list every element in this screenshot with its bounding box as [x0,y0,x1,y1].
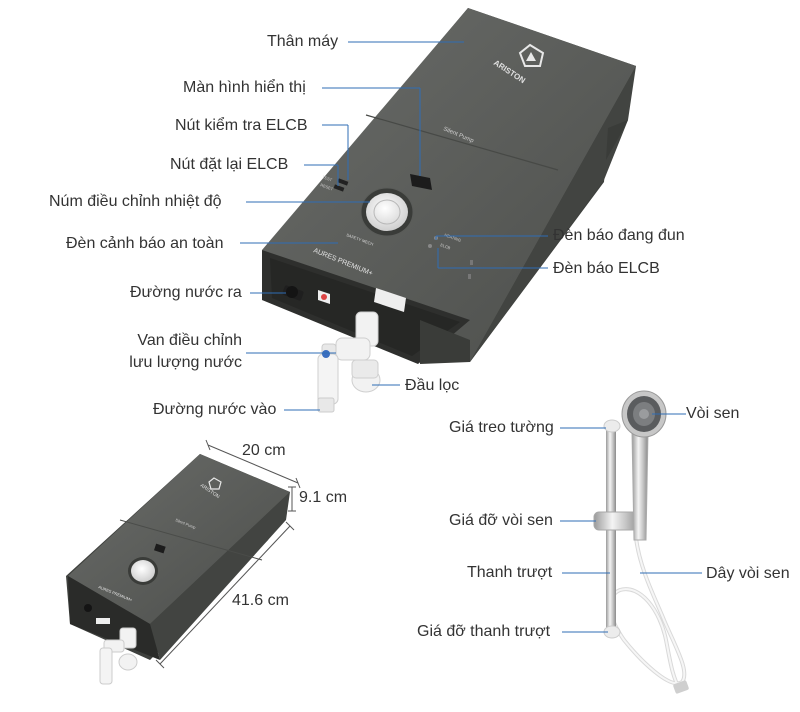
heating-text: HEATING [444,232,462,243]
heater-body [262,8,636,362]
leader-lines [240,41,702,633]
label-duong-nuoc-vao: Đường nước vào [153,401,277,418]
temperature-knob [360,187,414,237]
elcb-text: ELCB [440,242,452,250]
reset-text: RESET [320,182,335,191]
test-text: TEST [322,174,334,182]
label-dau-loc: Đầu lọc [405,377,460,394]
small-heater-body [68,454,290,624]
shower-handle [631,431,649,541]
label-nut-dat-lai: Nút đặt lại ELCB [170,156,289,173]
small-heater: ARISTON Silent Pump AURES PREMIUM+ [66,454,290,685]
slide-bar [606,426,616,636]
label-den-elcb: Đèn báo ELCB [553,260,660,277]
reset-button [333,184,345,192]
label-voi-sen: Vòi sen [686,405,740,422]
water-outlet [282,285,304,301]
display-screen [410,174,432,190]
wall-bracket [603,419,621,433]
label-gia-do-thanh-truot: Giá đỡ thanh trượt [417,623,551,640]
label-nut-kiem-tra: Nút kiểm tra ELCB [175,117,308,134]
label-van-line2: lưu lượng nước [129,354,242,371]
label-thanh-truot: Thanh trượt [467,564,553,581]
label-den-canh-bao: Đèn cảnh báo an toàn [66,235,224,252]
dimension-width: 20 cm [242,442,286,459]
label-gia-treo-tuong: Giá treo tường [449,419,554,436]
main-heater: ARISTON Silent Pump TEST RESET SAFETY ME… [262,8,636,413]
label-man-hinh: Màn hình hiển thị [183,79,306,96]
shower-set [593,390,689,694]
elcb-light [428,244,432,248]
test-button [337,178,349,186]
label-den-dang-dun: Đèn báo đang đun [553,227,685,244]
dimension-height: 41.6 cm [232,592,289,609]
label-duong-nuoc-ra: Đường nước ra [130,284,242,301]
valve-assembly [317,311,381,413]
shower-hose [607,537,687,691]
label-van-line1: Van điều chỉnh [137,332,242,349]
dimension-depth: 9.1 cm [299,489,348,506]
dimension-lines [155,439,301,669]
label-day-voi-sen: Dây vòi sen [706,565,790,582]
label-gia-do-voi-sen: Giá đỡ vòi sen [449,512,553,529]
label-than-may: Thân máy [267,33,339,50]
ariston-logo [518,43,545,67]
label-num-dieu-chinh: Núm điều chỉnh nhiệt độ [49,193,222,210]
